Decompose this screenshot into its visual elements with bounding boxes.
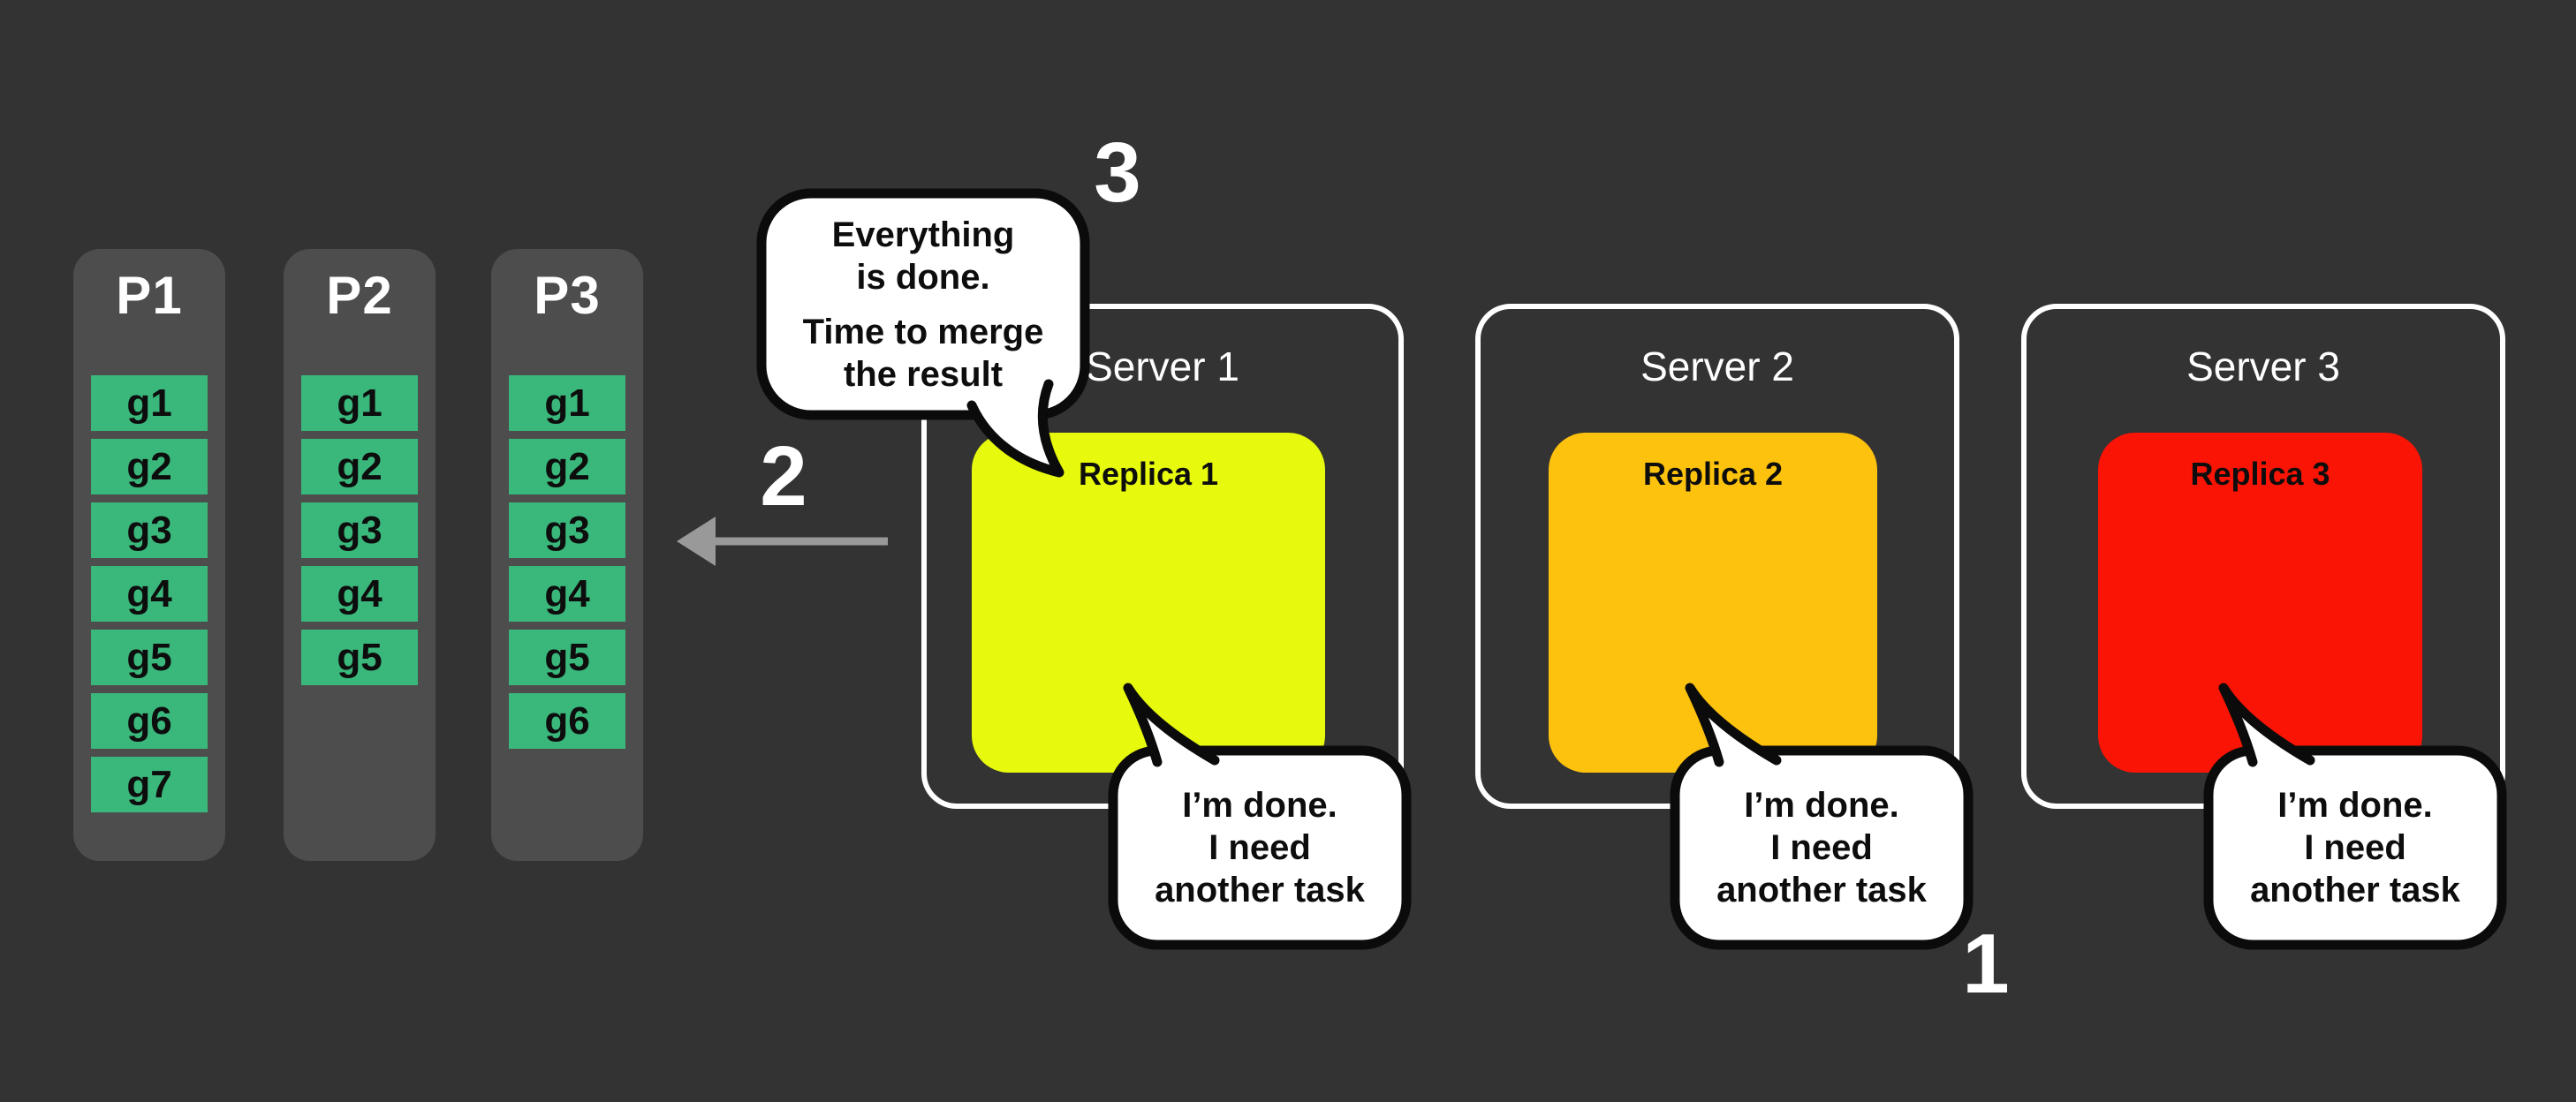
partition-panel-p1: P1 g1 g2 g3 g4 g5 g6 g7	[73, 249, 225, 861]
speech-bubble-body	[2203, 745, 2507, 950]
partition-panel-p3: P3 g1 g2 g3 g4 g5 g6	[491, 249, 643, 861]
server-title: Server 3	[2186, 343, 2340, 389]
speech-bubble-body	[1108, 745, 1412, 950]
task-block: g4	[301, 566, 418, 622]
done-bubble-shape-3	[2203, 683, 2507, 950]
task-block: g5	[509, 630, 625, 685]
task-block: g6	[509, 693, 625, 749]
server-title: Server 2	[1640, 343, 1794, 389]
task-block: g3	[509, 502, 625, 558]
server-box-3: Server 3 Replica 3	[2021, 304, 2505, 809]
speech-bubble-tail	[1123, 683, 1220, 767]
done-bubble-1: I’m done. I need another task	[1113, 751, 1406, 945]
step-label-2: 2	[760, 429, 807, 524]
task-block: g3	[91, 502, 208, 558]
merge-bubble-line: is done.	[856, 257, 990, 297]
step-label-3: 3	[1094, 125, 1141, 220]
task-block: g7	[91, 757, 208, 812]
task-list: g1 g2 g3 g4 g5 g6	[491, 375, 643, 749]
merge-bubble-line: the result	[843, 354, 1004, 394]
done-bubble-line: I’m done.	[1182, 786, 1337, 825]
partition-title: P1	[116, 266, 183, 325]
speech-bubble-tail	[2218, 683, 2315, 767]
task-block: g1	[301, 375, 418, 431]
task-block: g5	[301, 630, 418, 685]
replica-label: Replica 3	[2190, 456, 2330, 492]
partition-title: P2	[326, 266, 393, 325]
step-label-1: 1	[1962, 917, 2010, 1011]
task-block: g1	[91, 375, 208, 431]
done-bubble-line: another task	[1155, 871, 1365, 910]
task-block: g1	[509, 375, 625, 431]
done-bubble-line: I’m done.	[2277, 786, 2433, 825]
done-bubble-line: another task	[1716, 871, 1927, 910]
arrow-head-icon	[677, 517, 716, 566]
merge-bubble-shape	[756, 188, 1090, 478]
task-list: g1 g2 g3 g4 g5	[284, 375, 436, 685]
speech-bubble-body	[1670, 745, 1974, 950]
speech-bubble-tail	[966, 379, 1064, 478]
done-bubble-3: I’m done. I need another task	[2209, 751, 2502, 945]
task-block: g2	[301, 439, 418, 494]
partition-panel-p2: P2 g1 g2 g3 g4 g5	[284, 249, 436, 861]
done-bubble-line: another task	[2250, 871, 2460, 910]
done-bubble-shape-2	[1670, 683, 1974, 950]
task-block: g4	[509, 566, 625, 622]
task-block: g2	[509, 439, 625, 494]
done-bubble-line: I’m done.	[1744, 786, 1899, 825]
speech-bubble-tail	[1685, 683, 1782, 767]
merge-arrow-left	[677, 517, 888, 566]
replica-label: Replica 2	[1642, 456, 1784, 492]
merge-bubble: Everything is done. Time to merge the re…	[761, 193, 1085, 415]
task-block: g2	[91, 439, 208, 494]
speech-bubble-body	[756, 188, 1090, 420]
server-title: Server 1	[1086, 343, 1239, 389]
done-bubble-shape-1	[1108, 683, 1412, 950]
task-block: g4	[91, 566, 208, 622]
merge-bubble-line: Time to merge	[802, 312, 1044, 351]
merge-bubble-line: Everything	[831, 215, 1015, 254]
done-bubble-2: I’m done. I need another task	[1675, 751, 1968, 945]
partition-title: P3	[534, 266, 601, 325]
task-block: g3	[301, 502, 418, 558]
done-bubble-line: I need	[1770, 828, 1873, 867]
task-block: g6	[91, 693, 208, 749]
task-list: g1 g2 g3 g4 g5 g6 g7	[73, 375, 225, 812]
replica-box-3: Replica 3	[2098, 433, 2422, 773]
done-bubble-line: I need	[2304, 828, 2406, 867]
replica-label: Replica 1	[1078, 456, 1219, 492]
task-block: g5	[91, 630, 208, 685]
done-bubble-line: I need	[1208, 828, 1311, 867]
